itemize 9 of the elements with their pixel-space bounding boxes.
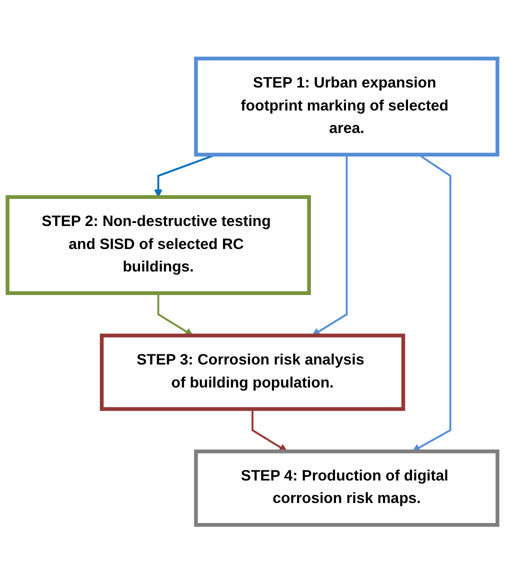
flowchart: STEP 1: Urban expansion footprint marking of selected area. STEP 2: Non-destructive testing and SISD of selected RC buildings. STEP 3: Corrosion risk analysis of building population. STEP 4: Production of digital corrosion risk maps.	[0, 50, 505, 532]
node-box	[6, 194, 311, 295]
node-box	[194, 56, 500, 156]
node-box	[194, 449, 500, 527]
arrow	[412, 154, 452, 452]
arrow	[252, 408, 288, 452]
arrow	[157, 292, 194, 336]
node-box	[100, 333, 406, 411]
arrow	[312, 154, 348, 336]
